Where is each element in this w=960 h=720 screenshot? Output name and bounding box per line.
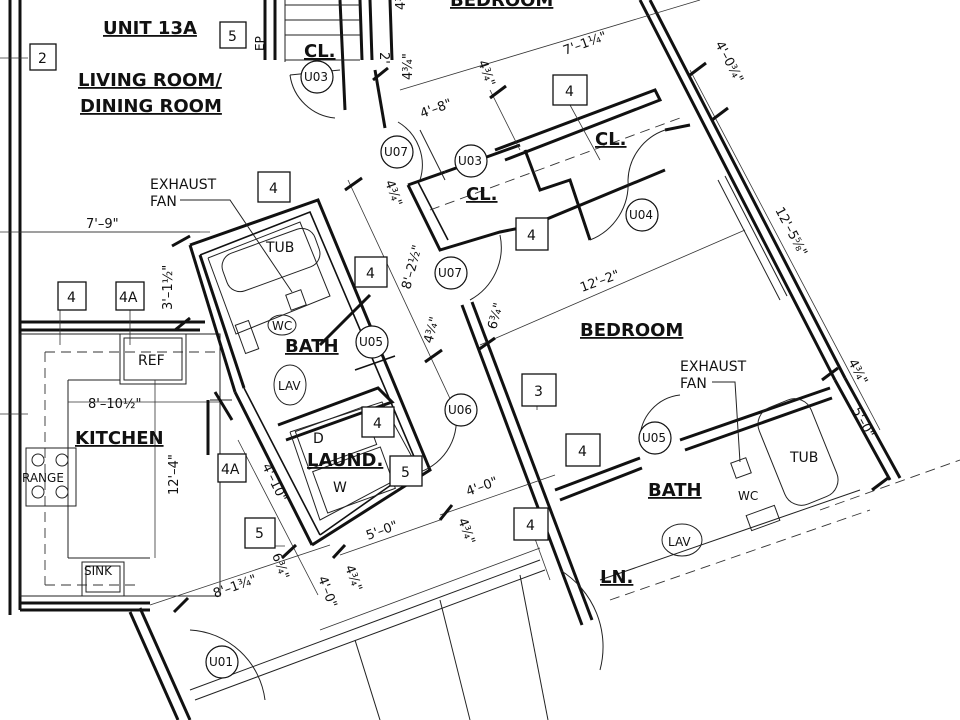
ref-label: REF: [138, 353, 165, 369]
closet-2-label: CL.: [466, 184, 498, 205]
exhaust-fan-2-line1: EXHAUST: [680, 359, 747, 375]
dryer-label: D: [313, 431, 324, 447]
dim-4-34-g: 4¾": [394, 0, 409, 10]
wall-tag-5-bottom: 5: [255, 526, 264, 542]
dim-4-34-b: 4¾": [474, 58, 497, 88]
dim-12-4: 12'–4": [167, 454, 182, 495]
dim-6-34: 6¾": [485, 301, 506, 331]
dimension-lines: [20, 0, 881, 631]
wall-tag-4-tub: 4: [269, 181, 278, 197]
wall-tag-4-kitchen: 4: [67, 290, 76, 306]
wall-tag-4-bath: 4: [366, 266, 375, 282]
living-room-label-2: DINING ROOM: [80, 96, 222, 117]
door-tag-u07-a: U07: [384, 145, 408, 159]
door-tag-u04: U04: [629, 208, 653, 222]
wall-tag-3-bedroom: 3: [534, 384, 543, 400]
wall-tag-4-laund: 4: [373, 416, 382, 432]
bath-1-label: BATH: [285, 336, 339, 357]
dim-4-34-e: 4¾": [454, 516, 477, 546]
kitchen-walls: [19, 320, 234, 612]
bottom-exterior: [128, 559, 604, 720]
dim-7-1: 7'–1¼": [561, 29, 609, 59]
closet-walls: [263, 0, 681, 252]
bath-2-label: BATH: [648, 480, 702, 501]
wall-tags: 2 5 4 4 4 4A 4A 4 5 5 4 4 3 4 4: [29, 21, 601, 549]
kitchen-label: KITCHEN: [75, 428, 164, 449]
dim-12-5: 12'–5⅝": [771, 205, 809, 259]
dim-4-34-f: 4¾": [341, 563, 364, 593]
dim-4-34-c: 4¾": [421, 315, 442, 345]
dim-3-1: 3'–1½": [161, 265, 176, 310]
dim-4-0-b: 4'–0": [314, 574, 339, 610]
door-tag-u07-b: U07: [438, 266, 462, 280]
wall-tag-5-laund: 5: [401, 465, 410, 481]
exhaust-fan-1-line2: FAN: [150, 194, 177, 210]
dim-4-34-a: 4¾": [381, 178, 404, 208]
range-label: RANGE: [22, 471, 64, 485]
closet-3-label: CL.: [595, 129, 627, 150]
linen-label: LN.: [600, 567, 633, 588]
dim-12-2: 12'–2": [578, 268, 622, 296]
dim-2: 2': [376, 52, 391, 64]
washer-label: W: [333, 480, 347, 496]
door-tag-u05-b: U05: [642, 431, 666, 445]
exhaust-fan-1-line1: EXHAUST: [150, 177, 217, 193]
living-room-label-1: LIVING ROOM/: [78, 70, 222, 91]
wall-tag-2: 2: [38, 51, 47, 67]
wall-tag-4a-1: 4A: [119, 290, 138, 306]
bedroom-top-label: BEDROOM: [450, 0, 553, 11]
dimension-texts: 7'–9" 8'–10½" 12'–4" 3'–1½" 8'–2½" 4¾" 4…: [86, 0, 877, 610]
fixture-labels: TUB TUB WC WC LAV LAV REF RANGE SINK D W…: [22, 36, 818, 578]
dimension-ticks: [171, 61, 889, 614]
door-tag-u03-b: U03: [458, 154, 482, 168]
dim-4-34-h: 4¾": [401, 53, 416, 80]
tub-2-label: TUB: [789, 450, 818, 466]
closet-1-label: CL.: [304, 41, 336, 62]
wall-tag-4-bath2: 4: [578, 444, 587, 460]
lav-1-label: LAV: [278, 379, 301, 393]
dim-8-2: 8'–2½": [399, 243, 425, 291]
tub-1-label: TUB: [265, 240, 294, 256]
door-tag-u05-a: U05: [359, 335, 383, 349]
ep-label: EP: [253, 36, 267, 51]
wall-tag-4-closet-mid: 4: [527, 228, 536, 244]
wall-tag-4-bottom: 4: [526, 518, 535, 534]
laundry-label: LAUND.: [307, 450, 383, 471]
door-tag-u01: U01: [209, 655, 233, 669]
dim-7-9: 7'–9": [86, 217, 119, 232]
wall-tag-4-closet-top: 4: [565, 84, 574, 100]
dim-4-04: 4'–0¾": [711, 39, 745, 86]
wall-tag-4a-2: 4A: [221, 462, 240, 478]
notes: EXHAUST FAN EXHAUST FAN: [150, 177, 752, 479]
wc-2-label: WC: [738, 489, 758, 503]
sink-label: SINK: [84, 564, 113, 578]
door-tag-u06: U06: [448, 403, 472, 417]
dim-8-10: 8'–10½": [88, 397, 141, 412]
door-tags: U03 U03 U07 U07 U04 U05 U05 U06 U01: [205, 60, 672, 679]
bedroom-label: BEDROOM: [580, 320, 683, 341]
dim-6-34-b: 6¾": [268, 551, 291, 581]
unit-title: UNIT 13A: [103, 18, 197, 39]
room-labels: UNIT 13A LIVING ROOM/ DINING ROOM KITCHE…: [75, 0, 702, 588]
door-tag-u03-a: U03: [304, 70, 328, 84]
exhaust-fan-2-line2: FAN: [680, 376, 707, 392]
bath-laundry-walls: [188, 198, 432, 547]
dim-5-0-b: 5'–0": [848, 405, 877, 441]
dim-4-8: 4'–8": [418, 97, 454, 122]
lav-2-label: LAV: [668, 535, 691, 549]
wall-tag-5-top: 5: [228, 29, 237, 45]
wc-1-label: WC: [272, 319, 292, 333]
